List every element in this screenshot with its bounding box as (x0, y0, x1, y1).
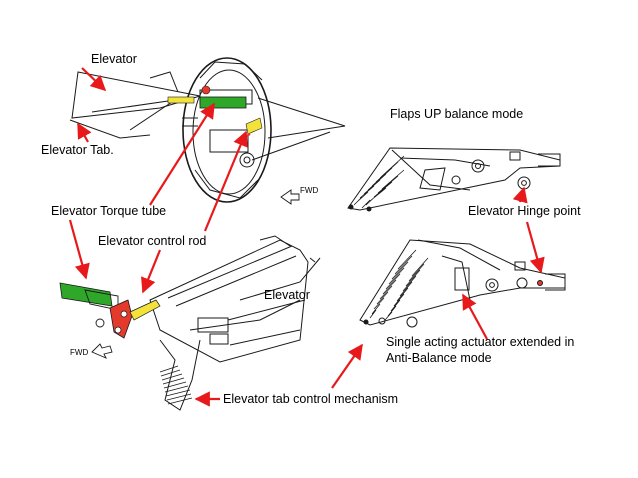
label-actuator-line2: Anti-Balance mode (386, 351, 492, 365)
tail-section-drawing (69, 57, 346, 203)
torque-tube-top (199, 96, 247, 109)
spring-pack-lower (369, 249, 429, 321)
tab-springs (159, 365, 193, 405)
label-control-rod: Elevator control rod (98, 234, 207, 248)
fwd-arrow-top-shape (280, 189, 300, 205)
fwd-marker-top: FWD (300, 186, 319, 195)
annotation-arrows (68, 67, 545, 407)
label-hinge-point: Elevator Hinge point (468, 204, 581, 218)
torque-tube-lower (59, 282, 113, 307)
label-elevator-mid: Elevator (264, 288, 310, 302)
label-tab-mechanism: Elevator tab control mechanism (223, 392, 399, 406)
anti-balance-mechanism-drawing (359, 239, 566, 328)
label-actuator-line1: Single acting actuator extended in (386, 335, 575, 349)
flaps-up-mechanism-drawing (347, 147, 561, 211)
label-torque-tube: Elevator Torque tube (51, 204, 167, 218)
fwd-marker-bottom: FWD (70, 348, 89, 357)
tab-mechanism-drawing (149, 235, 321, 411)
spring-pack-upper (353, 155, 405, 209)
label-flaps-up-mode: Flaps UP balance mode (390, 107, 524, 121)
control-rod-lower (129, 299, 161, 321)
label-elevator-top: Elevator (91, 52, 137, 66)
linkage-red (109, 299, 133, 339)
label-elevator-tab: Elevator Tab. (41, 143, 114, 157)
